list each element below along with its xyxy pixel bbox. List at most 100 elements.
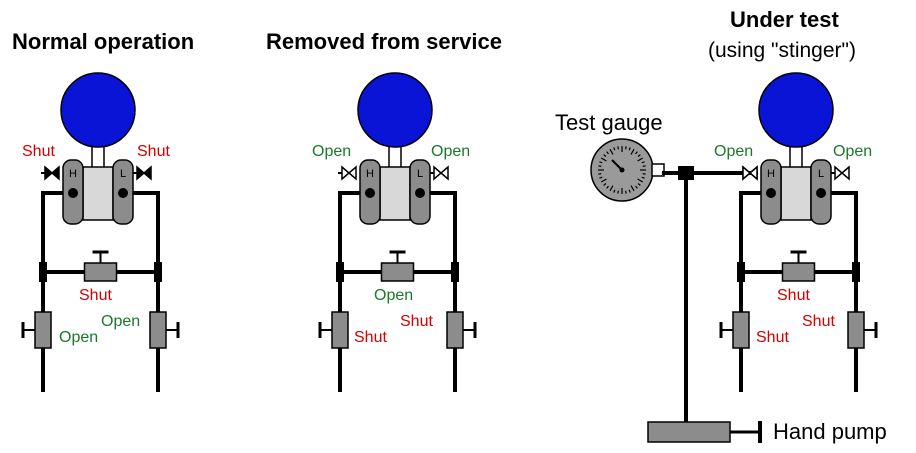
stinger-tee	[678, 166, 694, 180]
label-removed-drain-left: Shut	[354, 329, 387, 346]
tee-low	[852, 262, 860, 282]
equalizing-valve-body	[83, 262, 118, 282]
drain-valve-low	[149, 311, 180, 349]
label-hand-pump: Hand pump	[773, 419, 887, 444]
drain-valve-high	[318, 311, 349, 349]
title-under-test: Under test	[730, 7, 839, 32]
drain-valve-body	[446, 311, 464, 349]
test-gauge-assembly	[590, 138, 665, 202]
test-gauge-tick	[630, 148, 635, 155]
valve-triangle	[142, 165, 152, 181]
tee-high	[336, 262, 344, 282]
test-gauge-tick	[637, 178, 644, 183]
block-valve-low	[430, 165, 449, 181]
label-test-gauge: Test gauge	[555, 110, 663, 135]
label-test-block-right: Open	[833, 143, 873, 160]
label-normal-equalizing: Shut	[79, 287, 112, 304]
drain-valve-body	[732, 311, 750, 349]
port-label-high: H	[69, 168, 77, 180]
transmitter-body	[82, 166, 114, 221]
test-gauge-fitting	[651, 163, 665, 177]
drain-valve-body	[34, 311, 52, 349]
test-gauge-tick	[598, 173, 602, 175]
hand-pump-body	[647, 421, 731, 443]
drain-valve-low	[847, 311, 878, 349]
block-valve-high	[41, 165, 60, 181]
test-gauge-tick	[599, 161, 603, 164]
test-gauge-tick	[600, 178, 607, 183]
equalizing-valve-body	[380, 262, 415, 282]
label-removed-equalizing: Open	[374, 287, 414, 304]
test-gauge-tick	[635, 151, 638, 155]
test-gauge-tick	[642, 165, 646, 167]
test-gauge-tick	[641, 176, 645, 179]
test-gauge-tick	[617, 146, 619, 150]
test-gauge-tick	[598, 165, 602, 167]
port-label-low: L	[818, 168, 824, 180]
test-gauge-tick	[628, 147, 631, 151]
drain-valve-high	[719, 311, 750, 349]
test-gauge-tick	[599, 176, 603, 179]
gauge-dial	[357, 72, 433, 148]
test-gauge-tick	[617, 190, 619, 194]
drain-valve-body	[149, 311, 167, 349]
drain-valve-low	[446, 311, 477, 349]
drain-valve-high	[21, 311, 52, 349]
test-gauge-tick	[606, 185, 609, 189]
equalizing-valve-body	[781, 262, 816, 282]
label-normal-drain-right: Open	[101, 313, 141, 330]
test-gauge-tick	[625, 146, 627, 150]
block-valve-low	[133, 165, 152, 181]
label-removed-block-right: Open	[431, 143, 471, 160]
transmitter-body	[379, 166, 411, 221]
port-dot-high	[365, 188, 375, 198]
port-dot-low	[415, 188, 425, 198]
test-gauge-hub	[619, 167, 625, 173]
test-gauge-tick	[630, 185, 635, 192]
test-gauge-tick	[606, 151, 609, 155]
test-gauge-tick	[635, 185, 638, 189]
hand-pump	[647, 421, 762, 443]
label-normal-block-left: Shut	[22, 143, 55, 160]
title-removed-from-service: Removed from service	[266, 29, 502, 54]
port-label-low: L	[120, 168, 126, 180]
tee-low	[451, 262, 459, 282]
stinger-connection	[739, 165, 758, 181]
transmitter-body	[780, 166, 812, 221]
block-valve-low	[831, 165, 850, 181]
port-dot-low	[118, 188, 128, 198]
drain-valve-body	[331, 311, 349, 349]
test-gauge-tick	[642, 173, 646, 175]
test-gauge-tick	[637, 157, 644, 162]
valve-triangle	[840, 165, 850, 181]
port-dot-high	[68, 188, 78, 198]
valve-triangle	[439, 165, 449, 181]
valve-triangle	[50, 165, 60, 181]
label-test-block-left: Open	[714, 143, 754, 160]
label-removed-block-left: Open	[312, 143, 352, 160]
title-normal-operation: Normal operation	[12, 29, 195, 54]
gauge-neck	[789, 145, 803, 169]
gauge-neck	[388, 145, 402, 169]
gauge-dial	[758, 72, 834, 148]
port-dot-low	[816, 188, 826, 198]
port-label-high: H	[366, 168, 374, 180]
valve-triangle	[748, 165, 758, 181]
port-label-low: L	[417, 168, 423, 180]
test-gauge-tick	[613, 147, 616, 151]
block-valve-high	[338, 165, 357, 181]
valve-triangle	[347, 165, 357, 181]
port-label-high: H	[767, 168, 775, 180]
tee-high	[39, 262, 47, 282]
drain-valve-body	[847, 311, 865, 349]
test-gauge-tick	[600, 157, 607, 162]
test-gauge-tick	[613, 189, 616, 193]
label-removed-drain-right: Shut	[400, 313, 433, 330]
test-gauge-tick	[603, 154, 607, 157]
tee-low	[154, 262, 162, 282]
